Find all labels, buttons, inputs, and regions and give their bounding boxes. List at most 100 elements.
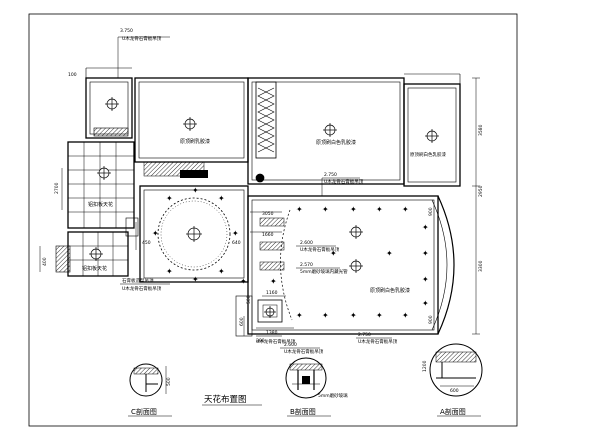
annotation-note: 5mm磨砂玻璃 — [318, 392, 348, 399]
annotation-level: 2.570 — [300, 262, 313, 268]
dimension-label: 1200 — [422, 360, 428, 372]
section-c-label: C剖面图 — [131, 407, 157, 416]
wardrobe — [255, 81, 277, 159]
entry-ceiling-box — [257, 299, 283, 323]
lamp-icon — [186, 226, 202, 242]
svg-text:✦: ✦ — [350, 311, 357, 320]
room-balcony-top — [85, 77, 133, 139]
lamp-icon — [105, 97, 119, 111]
dimension-label: 500 — [166, 377, 172, 386]
dimension-lines — [39, 77, 480, 337]
svg-text:✦: ✦ — [386, 249, 393, 258]
lamp-icon — [264, 306, 276, 318]
lamp-icon — [255, 173, 265, 183]
svg-text:✦: ✦ — [376, 311, 383, 320]
wall-outlines — [67, 77, 461, 335]
section-b-detail — [285, 357, 327, 399]
svg-text:✦: ✦ — [166, 194, 173, 203]
room-label: 原顶刷乳胶漆 — [180, 138, 210, 145]
annotation-level: 2.600 — [284, 342, 297, 348]
svg-text:✦: ✦ — [218, 194, 225, 203]
dimension-label: 640 — [232, 240, 241, 246]
dimension-label: 600 — [239, 317, 245, 326]
svg-text:✦: ✦ — [402, 311, 409, 320]
curved-wall — [437, 195, 455, 335]
svg-text:✦: ✦ — [166, 267, 173, 276]
svg-text:✦: ✦ — [296, 205, 303, 214]
drawing-title: 天花布置图 — [204, 394, 247, 405]
annotation-note: U木龙骨石膏板吊顶 — [358, 338, 398, 345]
svg-text:✦: ✦ — [422, 275, 429, 284]
room-kitchen — [67, 141, 135, 229]
svg-text:✦: ✦ — [350, 205, 357, 214]
svg-text:✦: ✦ — [192, 275, 199, 284]
dimension-label: 3300 — [478, 260, 484, 272]
annotation-note: U木龙骨石膏板吊顶 — [122, 285, 162, 292]
annotation-note: U木龙骨石膏板吊顶 — [300, 246, 340, 253]
annotation-note: U木龙骨石膏板吊顶 — [324, 178, 364, 185]
dining-circle-ceiling — [157, 197, 231, 271]
annotation-note: U木龙骨石膏板吊顶 — [284, 348, 324, 355]
dimension-label: 1160 — [266, 290, 278, 296]
dimension-label: 1380 — [266, 330, 278, 336]
dimension-label: 400 — [42, 257, 48, 266]
svg-text:✦: ✦ — [296, 311, 303, 320]
annotation-level: 2.750 — [358, 332, 371, 338]
dimension-label: 3050 — [262, 211, 274, 217]
dimension-label: 2950 — [478, 185, 484, 197]
lamp-icon — [89, 247, 103, 261]
room-label: 原顶刷白色乳胶漆 — [370, 287, 410, 294]
dimension-label: 600 — [450, 388, 459, 394]
lamp-icon — [349, 225, 363, 239]
annotation-note: U木龙骨石膏板吊顶 — [256, 338, 296, 345]
room-top-right — [403, 83, 461, 187]
section-b-label: B剖面图 — [290, 407, 316, 416]
room-label: 原顶刷白色乳胶漆 — [410, 151, 446, 158]
svg-text:✦: ✦ — [376, 205, 383, 214]
room-living — [247, 195, 439, 335]
svg-text:✦: ✦ — [240, 277, 247, 286]
svg-text:✦: ✦ — [322, 311, 329, 320]
ceiling-lamps — [89, 97, 439, 318]
dimension-label: 900 — [428, 207, 434, 216]
room-label: 原顶刷白色乳胶漆 — [316, 139, 356, 146]
annotation-level: 2.600 — [300, 240, 313, 246]
svg-text:✦: ✦ — [232, 229, 239, 238]
kitchen-tile-grid — [68, 142, 134, 228]
dimension-label: 1660 — [262, 232, 274, 238]
bath-fixture — [55, 245, 71, 273]
dimension-label: 300 — [256, 338, 265, 344]
svg-text:✦: ✦ — [322, 205, 329, 214]
dimension-label: 2700 — [54, 182, 60, 194]
room-label: 铝扣板天花 — [88, 201, 113, 208]
annotation-note: 5mm磨砂玻璃内藏光管 — [300, 268, 348, 275]
lamp-icon — [349, 259, 363, 273]
annotation-level: 2.750 — [324, 172, 337, 178]
svg-text:✦: ✦ — [218, 267, 225, 276]
svg-text:✦: ✦ — [422, 299, 429, 308]
lamp-icon — [425, 129, 439, 143]
dimension-label: 900 — [428, 315, 434, 324]
room-label: 铝扣板天花 — [82, 265, 107, 272]
drawing-frame — [28, 13, 518, 427]
dimension-label: 450 — [142, 240, 151, 246]
section-a-detail: 600 1200 — [422, 343, 483, 397]
lamp-icon — [323, 123, 337, 137]
dimension-label: 500 — [246, 295, 252, 304]
lamp-icon — [97, 166, 111, 180]
svg-text:✦: ✦ — [330, 249, 337, 258]
wall-inner-lines — [85, 67, 461, 331]
leader-lines — [117, 36, 392, 349]
svg-text:✦: ✦ — [192, 186, 199, 195]
dimension-label: 3580 — [478, 124, 484, 136]
svg-text:✦: ✦ — [422, 223, 429, 232]
curved-wall-inner — [431, 199, 448, 331]
svg-text:✦: ✦ — [402, 205, 409, 214]
downlights: ✦✦ ✦✦ ✦✦ ✦✦ ✦✦ ✦✦ ✦✦ ✦✦ ✦✦ ✦✦ ✦✦ ✦✦ ✦✦ — [152, 186, 429, 320]
lamp-icon — [183, 117, 197, 131]
annotation-note: U木龙骨石膏板吊顶 — [122, 35, 162, 42]
kitchen-fixture — [125, 217, 139, 237]
svg-text:✦: ✦ — [270, 277, 277, 286]
